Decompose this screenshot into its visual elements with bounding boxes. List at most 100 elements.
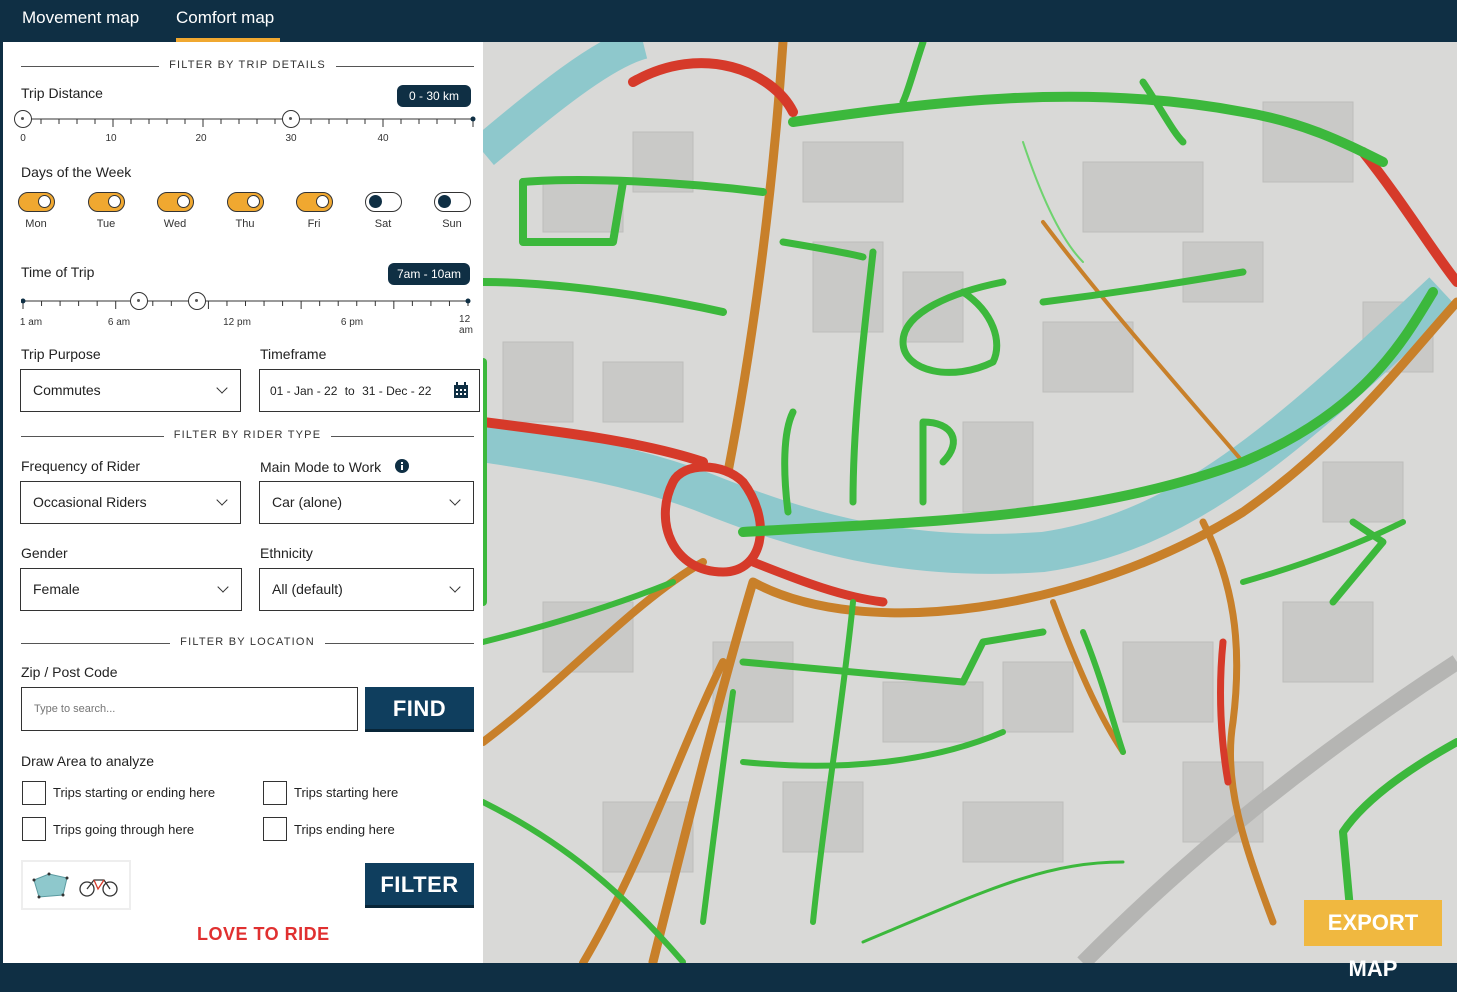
trip-purpose-value: Commutes bbox=[33, 382, 101, 398]
section-title-location: FILTER BY LOCATION bbox=[21, 636, 474, 650]
chevron-down-icon bbox=[217, 581, 229, 593]
timeframe-date-range[interactable]: 01 - Jan - 22 to 31 - Dec - 22 bbox=[259, 369, 480, 412]
polygon-draw-icon[interactable] bbox=[31, 870, 71, 900]
trip-purpose-label: Trip Purpose bbox=[21, 346, 101, 362]
filter-button[interactable]: FILTER bbox=[365, 863, 474, 908]
tick-label: 20 bbox=[195, 133, 207, 144]
time-end-handle[interactable] bbox=[188, 292, 206, 310]
info-icon[interactable] bbox=[395, 459, 409, 473]
day-label: Sun bbox=[442, 218, 462, 230]
toggle-knob bbox=[38, 195, 51, 208]
trip-distance-badge: 0 - 30 km bbox=[397, 85, 471, 107]
frequency-value: Occasional Riders bbox=[33, 494, 147, 510]
main-mode-label: Main Mode to Work bbox=[260, 459, 382, 475]
gender-value: Female bbox=[33, 581, 80, 597]
chevron-down-icon bbox=[216, 494, 228, 506]
checkbox-trips-ending[interactable] bbox=[263, 817, 287, 841]
chevron-down-icon bbox=[449, 581, 461, 593]
timeframe-to-word: to bbox=[344, 384, 355, 398]
trip-purpose-select[interactable]: Commutes bbox=[20, 369, 241, 412]
main-mode-select[interactable]: Car (alone) bbox=[259, 481, 474, 524]
trip-distance-max-handle[interactable] bbox=[282, 110, 300, 128]
time-start-handle[interactable] bbox=[130, 292, 148, 310]
map-canvas[interactable] bbox=[483, 42, 1457, 963]
top-nav-bar: Movement map Comfort map bbox=[0, 0, 1457, 42]
export-map-button[interactable]: EXPORT MAP bbox=[1304, 900, 1442, 981]
railway bbox=[1077, 655, 1457, 963]
tick-label: 40 bbox=[377, 133, 389, 144]
bicycle-icon[interactable] bbox=[79, 874, 119, 898]
checkbox-trips-going-through[interactable] bbox=[22, 817, 46, 841]
toggle-knob bbox=[247, 195, 260, 208]
frequency-label: Frequency of Rider bbox=[21, 458, 141, 474]
zip-search-input[interactable] bbox=[21, 687, 358, 731]
days-of-week-label: Days of the Week bbox=[21, 164, 132, 180]
ethnicity-value: All (default) bbox=[272, 581, 343, 597]
chevron-down-icon bbox=[449, 494, 461, 506]
tick-label: 1 am bbox=[19, 317, 43, 328]
comfort-map[interactable] bbox=[483, 42, 1457, 963]
checkbox-label: Trips starting here bbox=[294, 785, 399, 800]
tick-label: 12 pm bbox=[223, 317, 251, 328]
day-toggle-thu[interactable] bbox=[227, 192, 264, 212]
main-mode-value: Car (alone) bbox=[272, 494, 343, 510]
gender-select[interactable]: Female bbox=[20, 568, 242, 611]
draw-area-label: Draw Area to analyze bbox=[21, 753, 155, 769]
timeframe-label: Timeframe bbox=[260, 346, 327, 362]
day-label: Thu bbox=[235, 218, 255, 230]
section-title-trip-details: FILTER BY TRIP DETAILS bbox=[21, 59, 474, 73]
toggle-knob bbox=[369, 195, 382, 208]
checkbox-label: Trips starting or ending here bbox=[53, 785, 216, 800]
filter-panel: FILTER BY TRIP DETAILS Trip Distance 0 -… bbox=[3, 42, 483, 963]
ethnicity-select[interactable]: All (default) bbox=[259, 568, 474, 611]
chevron-down-icon bbox=[216, 382, 228, 394]
timeframe-to: 31 - Dec - 22 bbox=[362, 384, 432, 398]
route-layer bbox=[483, 42, 1457, 963]
tab-comfort-map[interactable]: Comfort map bbox=[176, 0, 280, 42]
tick-label: 10 bbox=[105, 133, 117, 144]
toggle-knob bbox=[108, 195, 121, 208]
draw-tools bbox=[21, 860, 131, 910]
ethnicity-label: Ethnicity bbox=[260, 545, 313, 561]
checkbox-trips-starting-or-ending[interactable] bbox=[22, 781, 46, 805]
checkbox-trips-starting[interactable] bbox=[263, 781, 287, 805]
day-toggle-wed[interactable] bbox=[157, 192, 194, 212]
time-of-trip-slider[interactable]: 1 am 6 am 12 pm 6 pm 12 am bbox=[20, 282, 476, 336]
day-toggle-tue[interactable] bbox=[88, 192, 125, 212]
tick-label: 30 bbox=[285, 133, 297, 144]
frequency-select[interactable]: Occasional Riders bbox=[20, 481, 241, 524]
checkbox-label: Trips going through here bbox=[53, 822, 195, 837]
find-button[interactable]: FIND bbox=[365, 687, 474, 732]
day-label: Sat bbox=[374, 218, 392, 230]
timeframe-from: 01 - Jan - 22 bbox=[270, 384, 338, 398]
day-toggle-fri[interactable] bbox=[296, 192, 333, 212]
toggle-knob bbox=[177, 195, 190, 208]
timeframe-value: 01 - Jan - 22 to 31 - Dec - 22 bbox=[270, 384, 431, 398]
day-label: Mon bbox=[25, 218, 47, 230]
time-of-trip-track bbox=[21, 298, 471, 309]
tick-label: 6 am bbox=[107, 317, 131, 328]
tick-label: 6 pm bbox=[340, 317, 364, 328]
gender-label: Gender bbox=[21, 545, 68, 561]
river-upper bbox=[483, 42, 648, 166]
toggle-knob bbox=[438, 195, 451, 208]
time-of-trip-badge: 7am - 10am bbox=[388, 263, 470, 285]
toggle-knob bbox=[316, 195, 329, 208]
day-toggle-sat[interactable] bbox=[365, 192, 402, 212]
trip-distance-min-handle[interactable] bbox=[14, 110, 32, 128]
trip-distance-slider[interactable]: 0 10 20 30 40 bbox=[14, 100, 476, 144]
day-label: Wed bbox=[163, 218, 187, 230]
day-label: Tue bbox=[96, 218, 116, 230]
tick-label: 12 am bbox=[459, 314, 473, 336]
love-to-ride-logo: LOVE TO RIDE bbox=[197, 924, 330, 944]
calendar-icon[interactable] bbox=[453, 382, 469, 399]
time-of-trip-label: Time of Trip bbox=[21, 264, 95, 280]
section-title-rider-type: FILTER BY RIDER TYPE bbox=[21, 429, 474, 443]
trip-distance-track bbox=[22, 116, 476, 127]
tick-label: 0 bbox=[20, 133, 26, 144]
tab-movement-map[interactable]: Movement map bbox=[22, 8, 140, 27]
day-toggle-sun[interactable] bbox=[434, 192, 471, 212]
checkbox-label: Trips ending here bbox=[294, 822, 395, 837]
zip-label: Zip / Post Code bbox=[21, 664, 118, 680]
day-toggle-mon[interactable] bbox=[18, 192, 55, 212]
